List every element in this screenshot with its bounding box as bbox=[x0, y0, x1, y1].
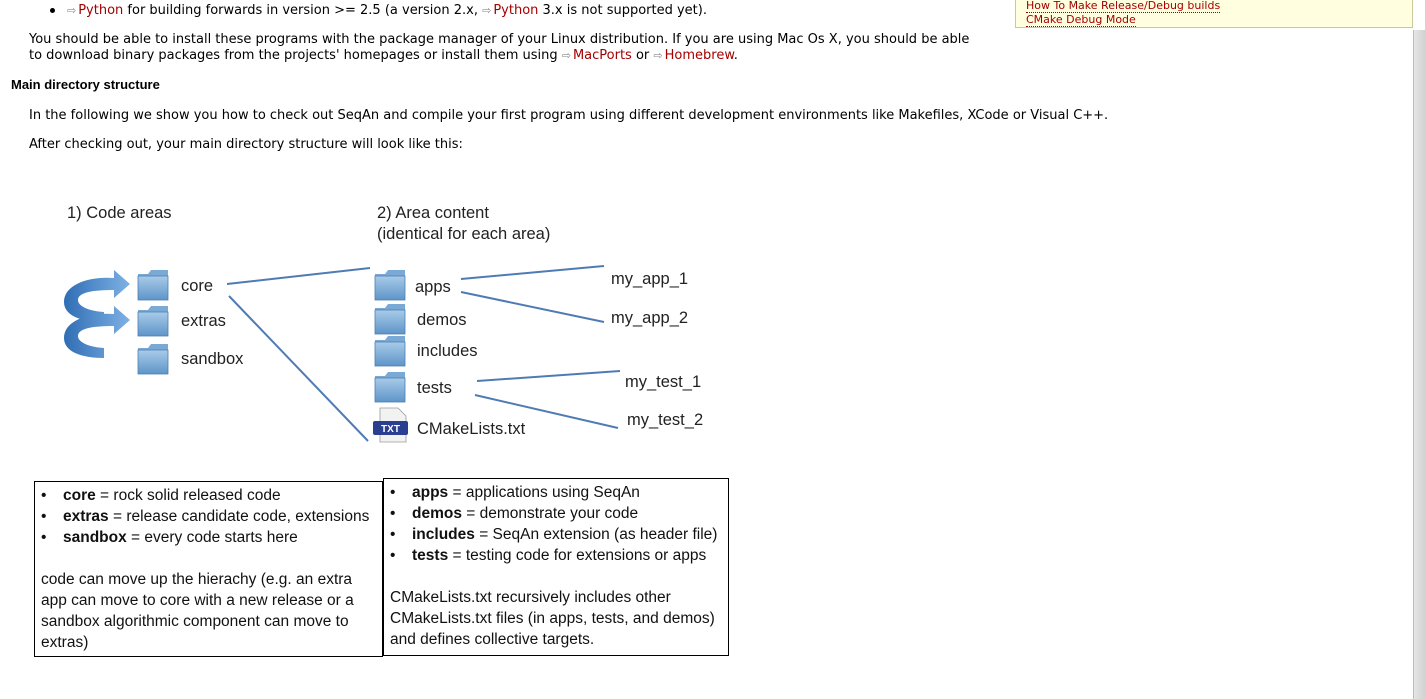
folder-icon bbox=[374, 303, 406, 335]
or-text: or bbox=[631, 48, 654, 63]
python-link[interactable]: Python bbox=[78, 3, 124, 18]
promotion-arrows-icon bbox=[64, 270, 130, 358]
install-line-1: You should be able to install these prog… bbox=[29, 32, 970, 47]
external-link-icon: ⇨ bbox=[482, 4, 492, 17]
desc: = applications using SeqAn bbox=[448, 484, 640, 501]
external-link-icon: ⇨ bbox=[67, 4, 77, 17]
prereq-text-end: 3.x is not supported yet). bbox=[538, 3, 707, 18]
term: core bbox=[63, 487, 96, 504]
tests-child: my_test_2 bbox=[627, 411, 703, 429]
list-item: extras = release candidate code, extensi… bbox=[41, 506, 382, 527]
tests-child: my_test_1 bbox=[625, 373, 701, 391]
area-content-title: 2) Area content bbox=[377, 204, 489, 222]
sidebar-link-cmake-debug[interactable]: CMake Debug Mode bbox=[1026, 13, 1136, 27]
area-content-legend: apps = applications using SeqAn demos = … bbox=[383, 478, 729, 656]
section-heading: Main directory structure bbox=[11, 77, 160, 92]
folder-icon bbox=[374, 371, 406, 403]
area-extras: extras bbox=[181, 312, 226, 330]
intro-paragraph: In the following we show you how to chec… bbox=[29, 108, 1109, 123]
text-file-icon: TXT bbox=[373, 407, 408, 443]
period: . bbox=[733, 48, 738, 63]
cmakelists-note: CMakeLists.txt recursively includes othe… bbox=[390, 589, 715, 648]
term: tests bbox=[412, 547, 449, 564]
bullet bbox=[50, 8, 55, 13]
python3-link[interactable]: Python bbox=[493, 3, 539, 18]
window-edge bbox=[1413, 30, 1425, 699]
code-areas-legend: core = rock solid released code extras =… bbox=[34, 481, 383, 657]
list-item: includes = SeqAn extension (as header fi… bbox=[390, 524, 728, 545]
code-areas-title: 1) Code areas bbox=[67, 204, 172, 222]
macports-link[interactable]: MacPorts bbox=[572, 48, 632, 63]
prereq-python-item: ⇨Python for building forwards in version… bbox=[50, 3, 707, 19]
folder-icon bbox=[137, 269, 169, 301]
code-areas-note: code can move up the hierachy (e.g. an e… bbox=[41, 571, 354, 651]
content-apps: apps bbox=[415, 278, 451, 296]
homebrew-link[interactable]: Homebrew bbox=[664, 48, 734, 63]
list-item: tests = testing code for extensions or a… bbox=[390, 545, 728, 566]
term: includes bbox=[412, 526, 475, 543]
folder-icon bbox=[137, 343, 169, 375]
sidebar-link-release-debug[interactable]: How To Make Release/Debug builds bbox=[1026, 0, 1221, 13]
apps-child: my_app_1 bbox=[611, 270, 688, 288]
content-includes: includes bbox=[417, 342, 478, 360]
term: sandbox bbox=[63, 529, 127, 546]
install-paragraph: You should be able to install these prog… bbox=[29, 32, 969, 64]
desc: = every code starts here bbox=[126, 529, 298, 546]
desc: = rock solid released code bbox=[95, 487, 281, 504]
related-links-box: How To Make Release/Debug builds CMake D… bbox=[1015, 0, 1413, 28]
prereq-text: for building forwards in version >= 2.5 … bbox=[123, 3, 483, 18]
desc: = SeqAn extension (as header file) bbox=[474, 526, 718, 543]
list-item: sandbox = every code starts here bbox=[41, 527, 382, 548]
folder-icon bbox=[137, 305, 169, 337]
area-content-subtitle: (identical for each area) bbox=[377, 225, 550, 243]
area-core: core bbox=[181, 277, 213, 295]
apps-child: my_app_2 bbox=[611, 309, 688, 327]
folder-icon bbox=[374, 269, 406, 301]
desc: = demonstrate your code bbox=[461, 505, 639, 522]
desc: = testing code for extensions or apps bbox=[448, 547, 707, 564]
install-text: to download binary packages from the pro… bbox=[29, 48, 562, 63]
connector-lines bbox=[226, 265, 621, 442]
content-demos: demos bbox=[417, 311, 467, 329]
list-item: apps = applications using SeqAn bbox=[390, 482, 728, 503]
term: demos bbox=[412, 505, 462, 522]
content-cmakelists: CMakeLists.txt bbox=[417, 420, 526, 438]
list-item: core = rock solid released code bbox=[41, 485, 382, 506]
list-item: demos = demonstrate your code bbox=[390, 503, 728, 524]
external-link-icon: ⇨ bbox=[653, 49, 663, 62]
term: apps bbox=[412, 484, 449, 501]
install-line-2: to download binary packages from the pro… bbox=[29, 48, 969, 64]
folder-icon bbox=[374, 335, 406, 367]
code-areas-list: core = rock solid released code extras =… bbox=[41, 485, 382, 548]
content-tests: tests bbox=[417, 379, 452, 397]
external-link-icon: ⇨ bbox=[561, 49, 571, 62]
area-sandbox: sandbox bbox=[181, 350, 244, 368]
area-content-list: apps = applications using SeqAn demos = … bbox=[390, 482, 728, 566]
file-badge: TXT bbox=[381, 424, 400, 435]
desc: = release candidate code, extensions bbox=[108, 508, 370, 525]
term: extras bbox=[63, 508, 109, 525]
after-paragraph: After checking out, your main directory … bbox=[29, 137, 463, 152]
